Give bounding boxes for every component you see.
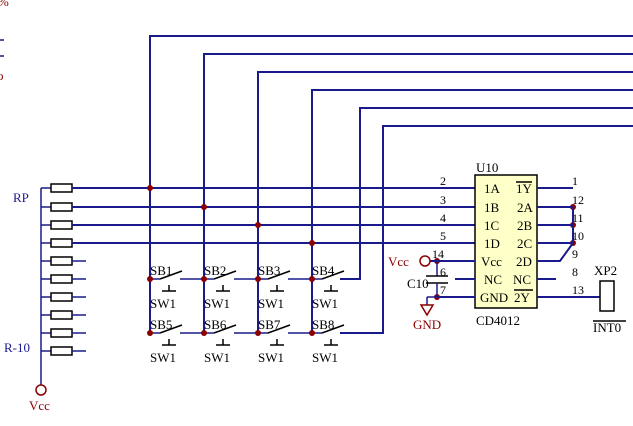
switch-sb6: [213, 324, 237, 346]
vcc-label-mid: Vcc: [388, 254, 409, 269]
chip-pin-name-vcc: Vcc: [481, 254, 502, 269]
resistor-network-label: RP: [13, 190, 29, 205]
chip-pin-name-2a: 2A: [517, 200, 534, 215]
vcc-terminal-icon: [35, 384, 47, 396]
edge-mark-mid: o: [0, 68, 4, 83]
chip-pin-number-4: 4: [440, 211, 446, 225]
chip-pin-number-2: 2: [440, 174, 446, 188]
chip-pin-number-3: 3: [440, 193, 446, 207]
chip-pin-name-1y: 1Y: [516, 181, 533, 196]
connector-label: XP2: [594, 263, 617, 278]
switch-sb1: [159, 270, 183, 292]
switch-type-sb4: SW1: [312, 296, 338, 311]
switch-type-sb7: SW1: [258, 350, 284, 365]
chip-pin-number-8: 8: [572, 265, 578, 279]
switch-ref-sb3: SB3: [258, 263, 280, 278]
chip-part-label: CD4012: [476, 313, 520, 328]
resistor-4: [41, 238, 73, 248]
int0-label: INT0: [593, 320, 621, 335]
vcc-terminal-icon-mid: [419, 255, 431, 267]
resistor-9: [41, 328, 86, 338]
switch-ref-sb8: SB8: [312, 317, 334, 332]
switch-sb5: [159, 324, 183, 346]
resistor-6: [41, 274, 86, 284]
input-tie-wire: [556, 207, 574, 262]
switch-ref-sb5: SB5: [150, 317, 172, 332]
column-wire-2: [203, 53, 633, 333]
chip-pin-name-2y: 2Y: [514, 290, 531, 305]
vcc-label-left: Vcc: [29, 398, 50, 413]
resistor-2: [41, 202, 73, 212]
chip-pin-name-1d: 1D: [484, 236, 500, 251]
switch-type-sb3: SW1: [258, 296, 284, 311]
switch-type-sb8: SW1: [312, 350, 338, 365]
resistor-10: [41, 346, 86, 356]
switch-type-sb2: SW1: [204, 296, 230, 311]
resistor-1: [41, 183, 73, 193]
chip-pin-name-nc-left: NC: [484, 272, 502, 287]
chip-pin-number-12: 12: [572, 193, 584, 207]
gnd-label: GND: [413, 317, 441, 332]
chip-pin-name-2c: 2C: [517, 236, 532, 251]
switch-sb2: [213, 270, 237, 292]
chip-pin-number-9: 9: [572, 247, 578, 261]
chip-pin-number-10: 10: [572, 229, 584, 243]
chip-cd4012-body: [474, 174, 538, 309]
switch-type-sb1: SW1: [150, 296, 176, 311]
chip-pin-number-6: 6: [440, 265, 446, 279]
switch-sb4: [321, 270, 345, 292]
chip-pin-number-7: 7: [440, 283, 446, 297]
chip-pin-name-2d: 2D: [516, 254, 532, 269]
chip-pin-number-14: 14: [432, 247, 444, 261]
chip-pin-name-1b: 1B: [484, 200, 500, 215]
chip-pin-number-11: 11: [572, 211, 584, 225]
column-wire-3: [257, 71, 633, 333]
chip-ref-label: U10: [476, 160, 498, 175]
capacitor-label: C10: [407, 276, 429, 291]
chip-pin-name-nc-right: NC: [513, 272, 531, 287]
switch-ref-sb4: SB4: [312, 263, 335, 278]
chip-pin-name-2b: 2B: [517, 218, 533, 233]
chip-pin-name-1c: 1C: [484, 218, 499, 233]
column-wire-4: [311, 89, 633, 333]
edge-mark-top: %: [0, 0, 9, 9]
switch-sb8: [321, 324, 345, 346]
switch-return-wire-top: [340, 107, 633, 280]
switch-type-sb6: SW1: [204, 350, 230, 365]
switch-ref-sb1: SB1: [150, 263, 172, 278]
resistor-5: [41, 256, 86, 266]
chip-pin-number-5: 5: [440, 229, 446, 243]
switch-ref-sb7: SB7: [258, 317, 281, 332]
switch-return-wire-bottom: [340, 125, 633, 334]
chip-pin-number-13: 13: [572, 283, 584, 297]
ground-icon: [419, 304, 435, 317]
connector-xp2: [599, 280, 615, 312]
chip-pin-number-1: 1: [572, 174, 578, 188]
resistor-8: [41, 310, 86, 320]
switch-type-sb5: SW1: [150, 350, 176, 365]
switch-sb7: [267, 324, 291, 346]
resistor-3: [41, 220, 73, 230]
resistor-7: [41, 292, 86, 302]
switch-ref-sb6: SB6: [204, 317, 227, 332]
resistor-network-value: R-10: [4, 340, 30, 355]
chip-pin-name-gnd: GND: [480, 290, 508, 305]
switch-sb3: [267, 270, 291, 292]
switch-ref-sb2: SB2: [204, 263, 226, 278]
column-wire-1: [149, 35, 633, 333]
resistor-network: [35, 183, 86, 396]
chip-pin-name-1a: 1A: [484, 181, 501, 196]
